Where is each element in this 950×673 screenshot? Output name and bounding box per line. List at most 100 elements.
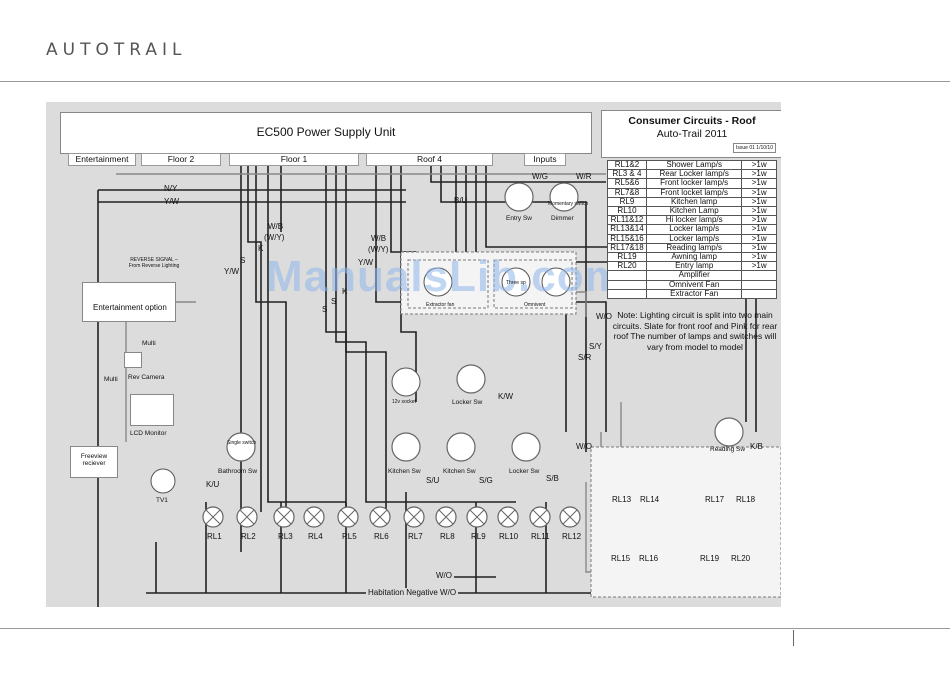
lamp-label: RL9 [471, 532, 486, 541]
watermark: ManualsLib.com [266, 252, 625, 301]
single-switch-label: Single switch [227, 440, 257, 446]
wire-wg: W/G [532, 172, 548, 181]
wire-sb: S/B [546, 474, 559, 483]
locker-switch-label-1: Locker Sw [452, 399, 483, 406]
lamp-label: RL1 [207, 532, 222, 541]
legend-code [607, 279, 647, 290]
tab-floor-1: Floor 1 [229, 153, 359, 166]
legend-code [607, 288, 647, 300]
legend-power [741, 270, 777, 281]
legend-power: >1w [741, 261, 777, 272]
wire-sy: S/Y [589, 342, 602, 351]
legend-row: Extractor Fan [607, 288, 777, 300]
legend-power: >1w [741, 224, 777, 235]
wire-kw: K/W [498, 392, 514, 401]
reverse-signal-label: REVERSE SIGNAL – From Reverse Lighting [128, 257, 180, 269]
legend-code: RL13&14 [607, 224, 647, 235]
socket-12v-label: 12v socket [392, 399, 416, 405]
wire-ny: N/Y [164, 184, 178, 193]
lamp-label: RL4 [308, 532, 323, 541]
lamp-label: RL14 [640, 495, 660, 504]
wire-kb: K/B [750, 442, 763, 451]
wire-k-left: K [258, 244, 264, 253]
kitchen-switch-label-2: Kitchen Sw [443, 468, 476, 475]
lamp-label: RL15 [611, 554, 631, 563]
wire-wy-mid: (W/Y) [368, 245, 389, 254]
lamp-label: RL6 [374, 532, 389, 541]
tab-entertainment: Entertainment [68, 153, 136, 166]
lamp-label: RL2 [241, 532, 256, 541]
wire-yw-left: Y/W [224, 267, 240, 276]
wiring-lines [97, 162, 781, 607]
lamp-label: RL17 [705, 495, 725, 504]
footer-tick [793, 630, 794, 646]
wire-yw-top: Y/W [164, 197, 180, 206]
wiring-diagram: ManualsLib.com EC500 Power Supply Unit E… [46, 102, 781, 607]
lamp-label: RL19 [700, 554, 720, 563]
psu-title: EC500 Power Supply Unit [256, 125, 396, 139]
tv1-label: TV1 [156, 497, 168, 504]
dimmer-label: Dimmer [551, 215, 574, 222]
wire-wy-left: (W/Y) [264, 233, 285, 242]
momentary-switch-label: Momentary switch [548, 201, 589, 207]
legend-code: RL7&8 [607, 187, 647, 198]
issue-label: Issue 01 1/10/10 [733, 143, 776, 153]
legend-desc: Locker lamp/s [645, 224, 743, 235]
lamp-label: RL18 [736, 495, 756, 504]
wire-wo-mid: W/O [576, 442, 592, 451]
brand-logo: AUTOTRAIL [46, 40, 187, 60]
wire-ku: K/U [206, 480, 220, 489]
legend-desc: Extractor Fan [645, 288, 743, 300]
lamp-label: RL7 [408, 532, 423, 541]
tab-floor-2: Floor 2 [141, 153, 221, 166]
wire-s-left: S [240, 256, 246, 265]
header-divider [0, 81, 950, 82]
legend-desc: Locker lamp/s [645, 233, 743, 244]
wo-bottom-label: W/O [434, 571, 454, 580]
extractor-fan-label: Extractor fan [426, 302, 455, 308]
wire-sr: S/R [578, 353, 592, 362]
tab-inputs: Inputs [524, 153, 566, 166]
lamp-label: RL8 [440, 532, 455, 541]
legend-code: RL5&6 [607, 178, 647, 189]
freeview-label: Freeview reciever [80, 453, 108, 467]
kitchen-switch-label-1: Kitchen Sw [388, 468, 421, 475]
legend-row: Omnivent Fan [607, 279, 777, 290]
wire-sg: S/G [479, 476, 493, 485]
multi-label: Multi [142, 340, 156, 347]
footer-divider [0, 628, 950, 629]
omnivent-label: Omnivent [524, 302, 546, 308]
legend-desc: Amplifier [645, 270, 743, 281]
entertainment-option-label: Entertainment option [93, 303, 167, 312]
legend-power: >1w [741, 178, 777, 189]
circuits-title-box: Consumer Circuits - Roof Auto-Trail 2011… [601, 110, 781, 158]
lamp-label: RL16 [639, 554, 659, 563]
lcd-monitor-label: LCD Monitor [130, 430, 167, 437]
lcd-monitor-icon [130, 394, 174, 426]
legend-code: RL15&16 [607, 233, 647, 244]
entry-switch-label: Entry Sw [506, 215, 533, 222]
legend-power: >1w [741, 187, 777, 198]
lamp-label: RL20 [731, 554, 751, 563]
wire-k-mid: K [342, 287, 348, 296]
legend-power [741, 288, 777, 300]
bathroom-switch-label: Bathroom Sw [218, 468, 258, 475]
wire-wb-left: W/B [268, 222, 284, 231]
lamp-label: RL11 [531, 532, 550, 541]
wire-s-mid-1: S [331, 297, 337, 306]
circuits-title: Consumer Circuits - Roof [628, 115, 756, 127]
wire-wr: W/R [576, 172, 592, 181]
wire-wo-right: W/O [596, 312, 612, 321]
reading-switch-label: Reading Sw [710, 446, 746, 453]
wire-s-mid-2: S [322, 305, 328, 314]
rev-camera-icon [124, 352, 142, 368]
legend-desc: Front locket lamp/s [645, 187, 743, 198]
multi-label-2: Multi [104, 376, 118, 383]
rev-camera-label: Rev Camera [128, 374, 165, 381]
legend-code: RL20 [607, 261, 647, 272]
legend-power [741, 279, 777, 290]
